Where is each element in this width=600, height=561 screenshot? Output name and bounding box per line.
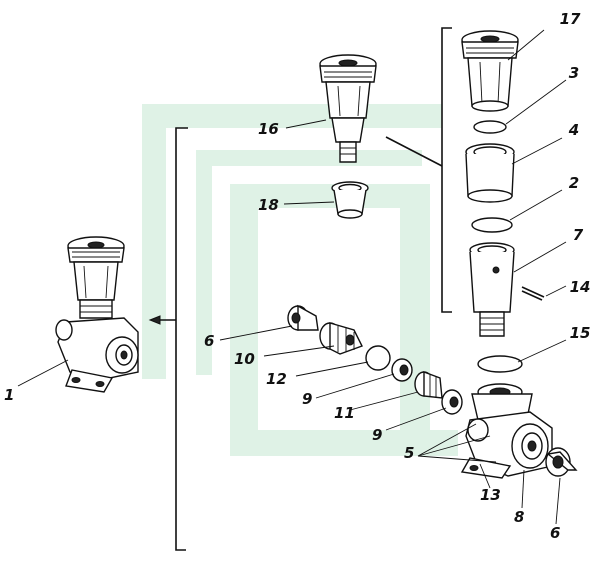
label-2: 2 bbox=[569, 174, 579, 192]
label-10: 10 bbox=[234, 350, 255, 368]
label-15: 15 bbox=[570, 324, 591, 342]
label-1: 1 bbox=[4, 386, 14, 404]
sleeve-4 bbox=[465, 143, 515, 203]
label-7: 7 bbox=[573, 226, 584, 244]
label-5: 5 bbox=[404, 444, 414, 462]
body-block bbox=[460, 383, 553, 479]
label-12: 12 bbox=[266, 370, 287, 388]
label-9-b: 9 bbox=[372, 426, 382, 444]
nut-9 bbox=[391, 358, 413, 382]
ring-12 bbox=[365, 345, 391, 371]
label-18: 18 bbox=[258, 196, 279, 214]
spring-cap-17 bbox=[461, 30, 519, 112]
sleeve-11 bbox=[414, 370, 443, 399]
left-bracket bbox=[148, 127, 188, 551]
pin-14 bbox=[521, 286, 545, 301]
handle-16 bbox=[319, 54, 377, 163]
nut-9b bbox=[441, 389, 463, 415]
part-labels: 1 17 3 4 2 7 14 15 16 18 6 10 12 9 11 9 … bbox=[4, 10, 590, 542]
gasket-3 bbox=[473, 120, 507, 134]
label-3: 3 bbox=[569, 64, 579, 82]
label-16: 16 bbox=[258, 120, 279, 138]
label-4: 4 bbox=[568, 121, 579, 139]
label-14: 14 bbox=[570, 278, 591, 296]
assembled-pump bbox=[55, 236, 139, 393]
cylinder-7 bbox=[469, 242, 515, 337]
label-13: 13 bbox=[480, 486, 501, 504]
right-bracket bbox=[385, 27, 452, 313]
gasket-15 bbox=[477, 355, 523, 373]
bush-18 bbox=[331, 181, 369, 219]
label-6-right: 6 bbox=[550, 524, 560, 542]
label-6-left: 6 bbox=[204, 332, 214, 350]
label-11: 11 bbox=[334, 404, 355, 422]
watermark bbox=[142, 104, 458, 456]
plug-6-right bbox=[545, 447, 578, 477]
label-9-a: 9 bbox=[302, 390, 312, 408]
inlet-cap-6 bbox=[287, 304, 319, 331]
leader-lines bbox=[17, 29, 567, 525]
plug-10 bbox=[319, 322, 363, 355]
gasket-2 bbox=[471, 217, 513, 233]
label-8: 8 bbox=[514, 508, 524, 526]
label-17: 17 bbox=[560, 10, 581, 28]
